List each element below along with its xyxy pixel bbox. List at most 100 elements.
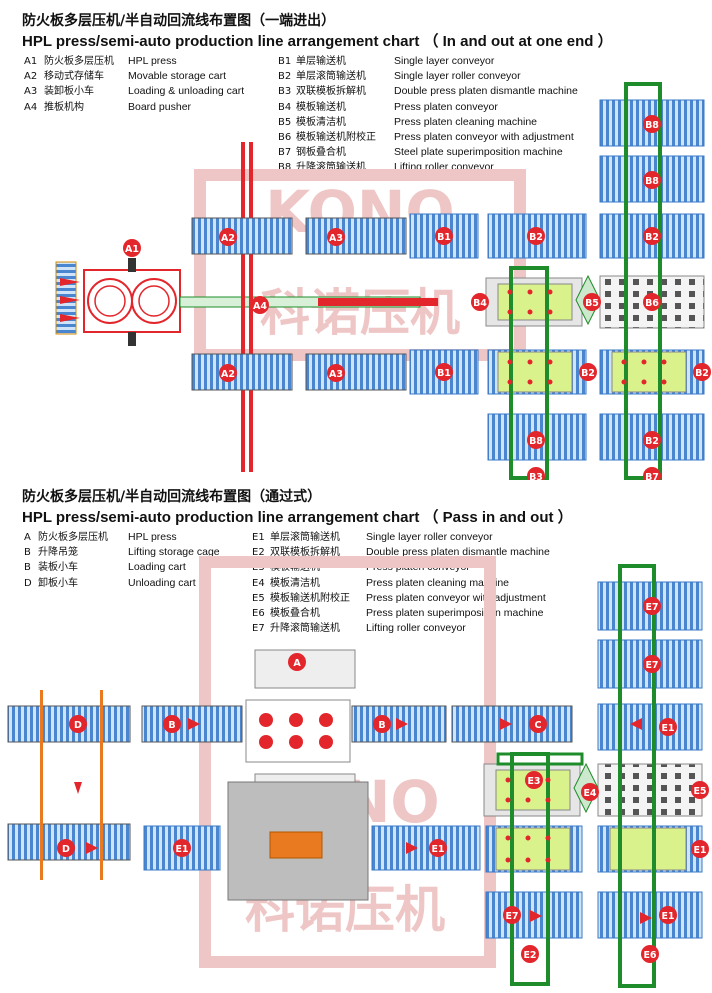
hpl-press bbox=[83, 258, 181, 346]
legend-code: D bbox=[24, 577, 32, 589]
arrow-left-icon bbox=[188, 718, 200, 730]
svg-text:E6: E6 bbox=[643, 950, 656, 961]
tag-E3: E3 bbox=[525, 771, 543, 789]
press-cylinders bbox=[259, 713, 333, 749]
press-post bbox=[128, 258, 136, 272]
legend-en: Steel plate superimposition machine bbox=[394, 146, 563, 159]
legend-zh: 模板输送机附校正 bbox=[270, 592, 350, 604]
tag-B8: B8 bbox=[527, 431, 545, 449]
legend-en: Single layer roller conveyor bbox=[366, 531, 493, 543]
legend-row: B7 钢板叠合机 Steel plate superimposition machi… bbox=[278, 145, 578, 160]
arrow-right-icon bbox=[60, 278, 80, 286]
legend-en: Double press platen dismantle machine bbox=[366, 546, 550, 559]
legend-en: Unloading cart bbox=[128, 576, 196, 589]
press-cylinder-inner bbox=[138, 285, 170, 317]
section1-title-en: HPL press/semi-auto production line arra… bbox=[22, 33, 613, 50]
tag-A1: A1 bbox=[123, 239, 141, 257]
tag-B6: B6 bbox=[643, 293, 661, 311]
loading-cart-bottom bbox=[305, 353, 407, 391]
legend-zh: 防火板多层压机 bbox=[44, 56, 114, 67]
tag-B2: B2 bbox=[643, 431, 661, 449]
svg-text:E7: E7 bbox=[645, 602, 658, 613]
legend-code: A4 bbox=[24, 101, 38, 113]
tag-B: B bbox=[373, 715, 391, 733]
legend-zh: 卸板小车 bbox=[38, 577, 78, 589]
platen-plate bbox=[611, 351, 687, 393]
svg-text:B2: B2 bbox=[529, 232, 543, 243]
svg-text:B8: B8 bbox=[645, 176, 659, 187]
legend-code: B bbox=[24, 562, 31, 574]
arrow-left-icon bbox=[500, 718, 512, 730]
tag-B4: B4 bbox=[471, 293, 489, 311]
svg-text:E7: E7 bbox=[645, 660, 658, 671]
press-rack-top bbox=[254, 649, 356, 689]
legend-zh: 单层滚筒输送机 bbox=[296, 71, 366, 83]
legend-en: Press platen conveyor bbox=[394, 100, 498, 113]
legend-zh: 钢板叠合机 bbox=[296, 147, 346, 159]
svg-text:A1: A1 bbox=[125, 244, 139, 255]
legend-zh: 升降吊笼 bbox=[38, 547, 78, 559]
svg-text:B8: B8 bbox=[645, 120, 659, 131]
legend-code: B8 bbox=[278, 162, 292, 174]
tag-E5: E5 bbox=[691, 781, 709, 799]
svg-text:B7: B7 bbox=[645, 472, 659, 480]
legend-en: HPL press bbox=[128, 531, 177, 543]
tag-B1: B1 bbox=[435, 227, 453, 245]
legend-code: B7 bbox=[278, 147, 292, 159]
tag-D: D bbox=[69, 715, 87, 733]
tag-E4: E4 bbox=[581, 783, 599, 801]
tag-A: A bbox=[288, 653, 306, 671]
arrow-right-icon bbox=[530, 910, 542, 922]
svg-text:A4: A4 bbox=[253, 301, 267, 312]
svg-text:C: C bbox=[535, 720, 542, 731]
tag-B7: B7 bbox=[643, 467, 661, 480]
roller-conveyor bbox=[371, 825, 481, 871]
legend-en: Loading & unloading cart bbox=[128, 85, 245, 98]
legend-zh: 防火板多层压机 bbox=[38, 532, 108, 543]
legend-code: E2 bbox=[252, 547, 265, 559]
tag-B5: B5 bbox=[583, 293, 601, 311]
svg-text:B1: B1 bbox=[437, 232, 451, 243]
svg-text:B: B bbox=[168, 720, 175, 731]
svg-text:B4: B4 bbox=[473, 298, 487, 309]
svg-text:A3: A3 bbox=[329, 233, 343, 244]
section2-title-en: HPL press/semi-auto production line arra… bbox=[22, 509, 573, 526]
tag-B1: B1 bbox=[435, 363, 453, 381]
legend-en: HPL press bbox=[128, 55, 177, 67]
svg-text:A2: A2 bbox=[221, 369, 235, 380]
platen-plate bbox=[495, 827, 571, 871]
svg-text:B6: B6 bbox=[645, 298, 659, 309]
svg-text:B5: B5 bbox=[585, 298, 599, 309]
legend-code: A2 bbox=[24, 71, 38, 83]
svg-text:E1: E1 bbox=[175, 844, 188, 855]
loading-cart-top bbox=[305, 217, 407, 255]
tag-A2: A2 bbox=[219, 364, 237, 382]
roller-conveyor bbox=[597, 891, 703, 939]
legend-en: Board pusher bbox=[128, 100, 192, 113]
legend-code: B3 bbox=[278, 86, 292, 98]
legend-en: Double press platen dismantle machine bbox=[394, 85, 578, 98]
legend-en: Press platen cleaning machine bbox=[394, 115, 538, 128]
legend-en: Press platen cleaning machine bbox=[366, 576, 510, 589]
storage-cart-bottom bbox=[191, 353, 293, 391]
legend-en: Press platen conveyor with adjustment bbox=[394, 131, 574, 144]
legend-zh: 升降滚筒输送机 bbox=[270, 623, 340, 635]
arrow-right-icon bbox=[60, 314, 80, 322]
svg-text:B2: B2 bbox=[645, 436, 659, 447]
tag-A3: A3 bbox=[327, 364, 345, 382]
svg-text:E5: E5 bbox=[693, 786, 706, 797]
legend-zh: 双联模板拆解机 bbox=[296, 86, 366, 98]
platen-plate bbox=[609, 827, 687, 871]
tag-E1: E1 bbox=[429, 839, 447, 857]
tag-A4: A4 bbox=[251, 296, 269, 314]
svg-text:E1: E1 bbox=[661, 911, 674, 922]
tag-E1: E1 bbox=[173, 839, 191, 857]
tag-B2: B2 bbox=[527, 227, 545, 245]
section1-title-zh: 防火板多层压机/半自动回流线布置图（一端进出） bbox=[22, 13, 336, 29]
section2-layout-diagram: KONO 科诺压机 bbox=[7, 556, 709, 988]
